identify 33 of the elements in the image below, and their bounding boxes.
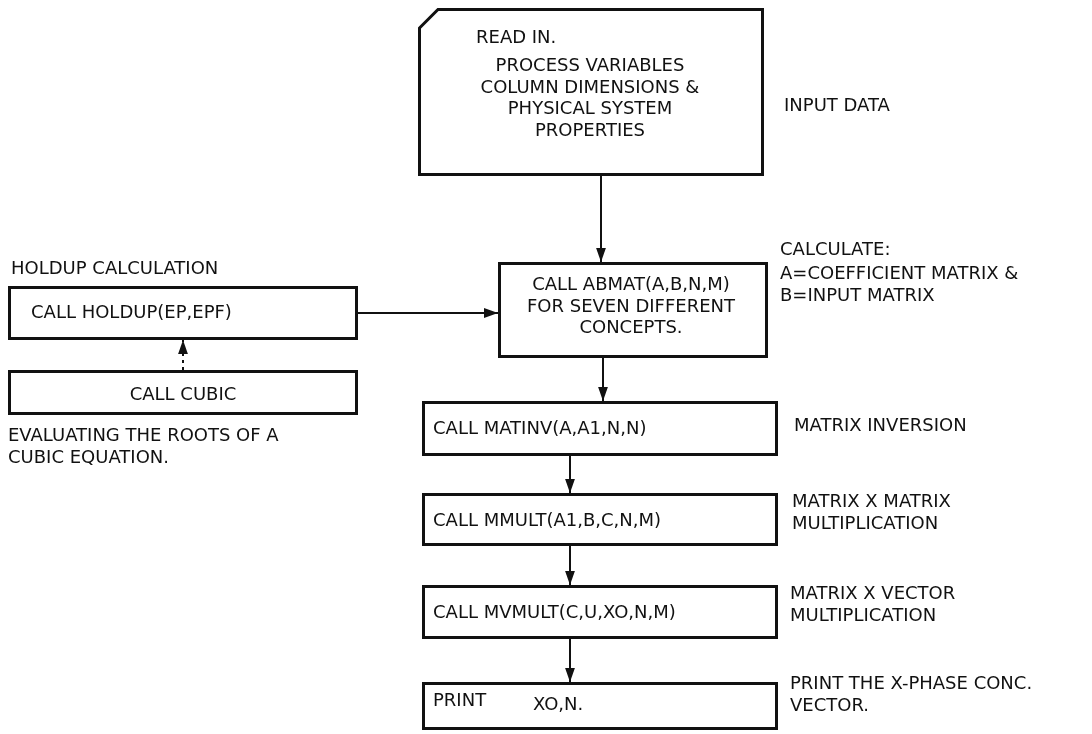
side-note: CALCULATE:	[780, 238, 892, 260]
box-text: XO,N.	[533, 693, 585, 715]
side-note: INPUT DATA	[784, 94, 891, 116]
input-card	[418, 8, 764, 176]
box-text: CALL MVMULT(C,U,XO,N,M)	[433, 601, 677, 623]
box-text: CALL MATINV(A,A1,N,N)	[433, 417, 648, 439]
box-text: CALL ABMAT(A,B,N,M) FOR SEVEN DIFFERENT CONCEPTS.	[526, 273, 736, 338]
process-box	[498, 262, 768, 358]
arrow	[565, 545, 575, 586]
side-note: MATRIX INVERSION	[794, 414, 968, 436]
arrow	[565, 455, 575, 494]
arrow	[565, 638, 575, 683]
arrow	[357, 308, 499, 318]
process-box	[8, 370, 358, 415]
side-note: MATRIX X VECTOR MULTIPLICATION	[790, 582, 957, 626]
side-note: MATRIX X MATRIX MULTIPLICATION	[792, 490, 952, 534]
arrow	[598, 357, 608, 402]
side-note: A=COEFFICIENT MATRIX & B=INPUT MATRIX	[780, 262, 1020, 306]
side-note: PRINT THE X-PHASE CONC. VECTOR.	[790, 672, 1034, 716]
process-box	[422, 401, 778, 456]
box-text: PRINT	[433, 689, 488, 711]
box-text: CALL MMULT(A1,B,C,N,M)	[433, 509, 663, 531]
process-box	[422, 493, 778, 546]
box-text: CALL CUBIC	[128, 383, 238, 405]
arrow	[178, 339, 188, 371]
heading: HOLDUP CALCULATION	[11, 257, 219, 279]
process-box	[422, 585, 778, 639]
side-note: EVALUATING THE ROOTS OF A CUBIC EQUATION.	[8, 424, 280, 468]
box-text: PROCESS VARIABLES COLUMN DIMENSIONS & PHYSICAL SYSTEM PROPERTIES	[479, 54, 701, 141]
arrow	[596, 175, 606, 263]
process-box	[422, 682, 778, 730]
box-text: READ IN.	[476, 26, 558, 48]
box-text: CALL HOLDUP(EP,EPF)	[31, 301, 233, 323]
